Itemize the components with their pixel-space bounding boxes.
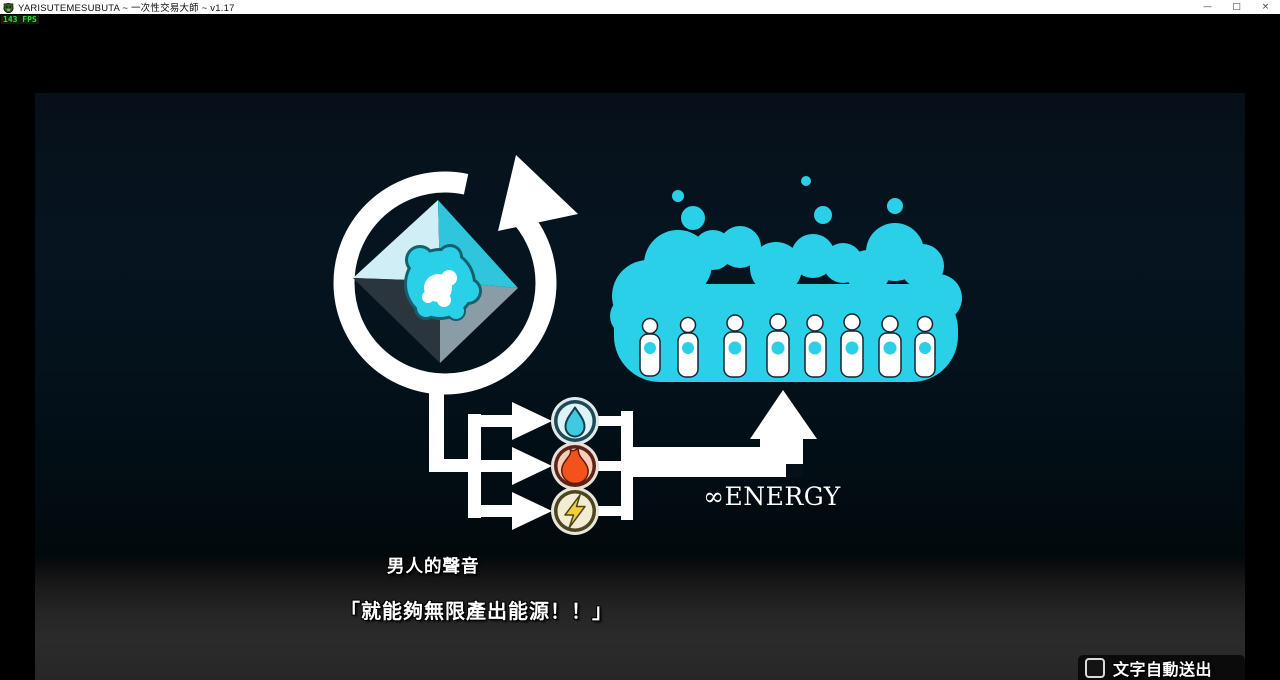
window-title: YARISUTEMESUBUTA ~ 一次性交易大師 ~ v1.17 bbox=[18, 3, 235, 14]
auto-advance-panel: 文字自動送出 bbox=[1078, 655, 1245, 680]
maximize-button[interactable]: □ bbox=[1232, 2, 1241, 12]
dialogue-text: 「就能夠無限產出能源！！」 bbox=[340, 601, 613, 623]
window-titlebar[interactable]: YARISUTEMESUBUTA ~ 一次性交易大師 ~ v1.17 — □ × bbox=[0, 0, 1280, 14]
fps-counter: 143 FPS bbox=[1, 15, 39, 24]
minimize-button[interactable]: — bbox=[1203, 2, 1212, 12]
close-button[interactable]: × bbox=[1261, 2, 1270, 12]
energy-label: ∞ENERGY bbox=[703, 482, 841, 511]
app-icon bbox=[3, 2, 14, 13]
auto-advance-checkbox[interactable] bbox=[1085, 657, 1105, 678]
auto-advance-label: 文字自動送出 bbox=[1113, 661, 1213, 679]
dialogue-speaker: 男人的聲音 bbox=[387, 556, 480, 576]
dialogue-box[interactable] bbox=[35, 556, 1245, 680]
